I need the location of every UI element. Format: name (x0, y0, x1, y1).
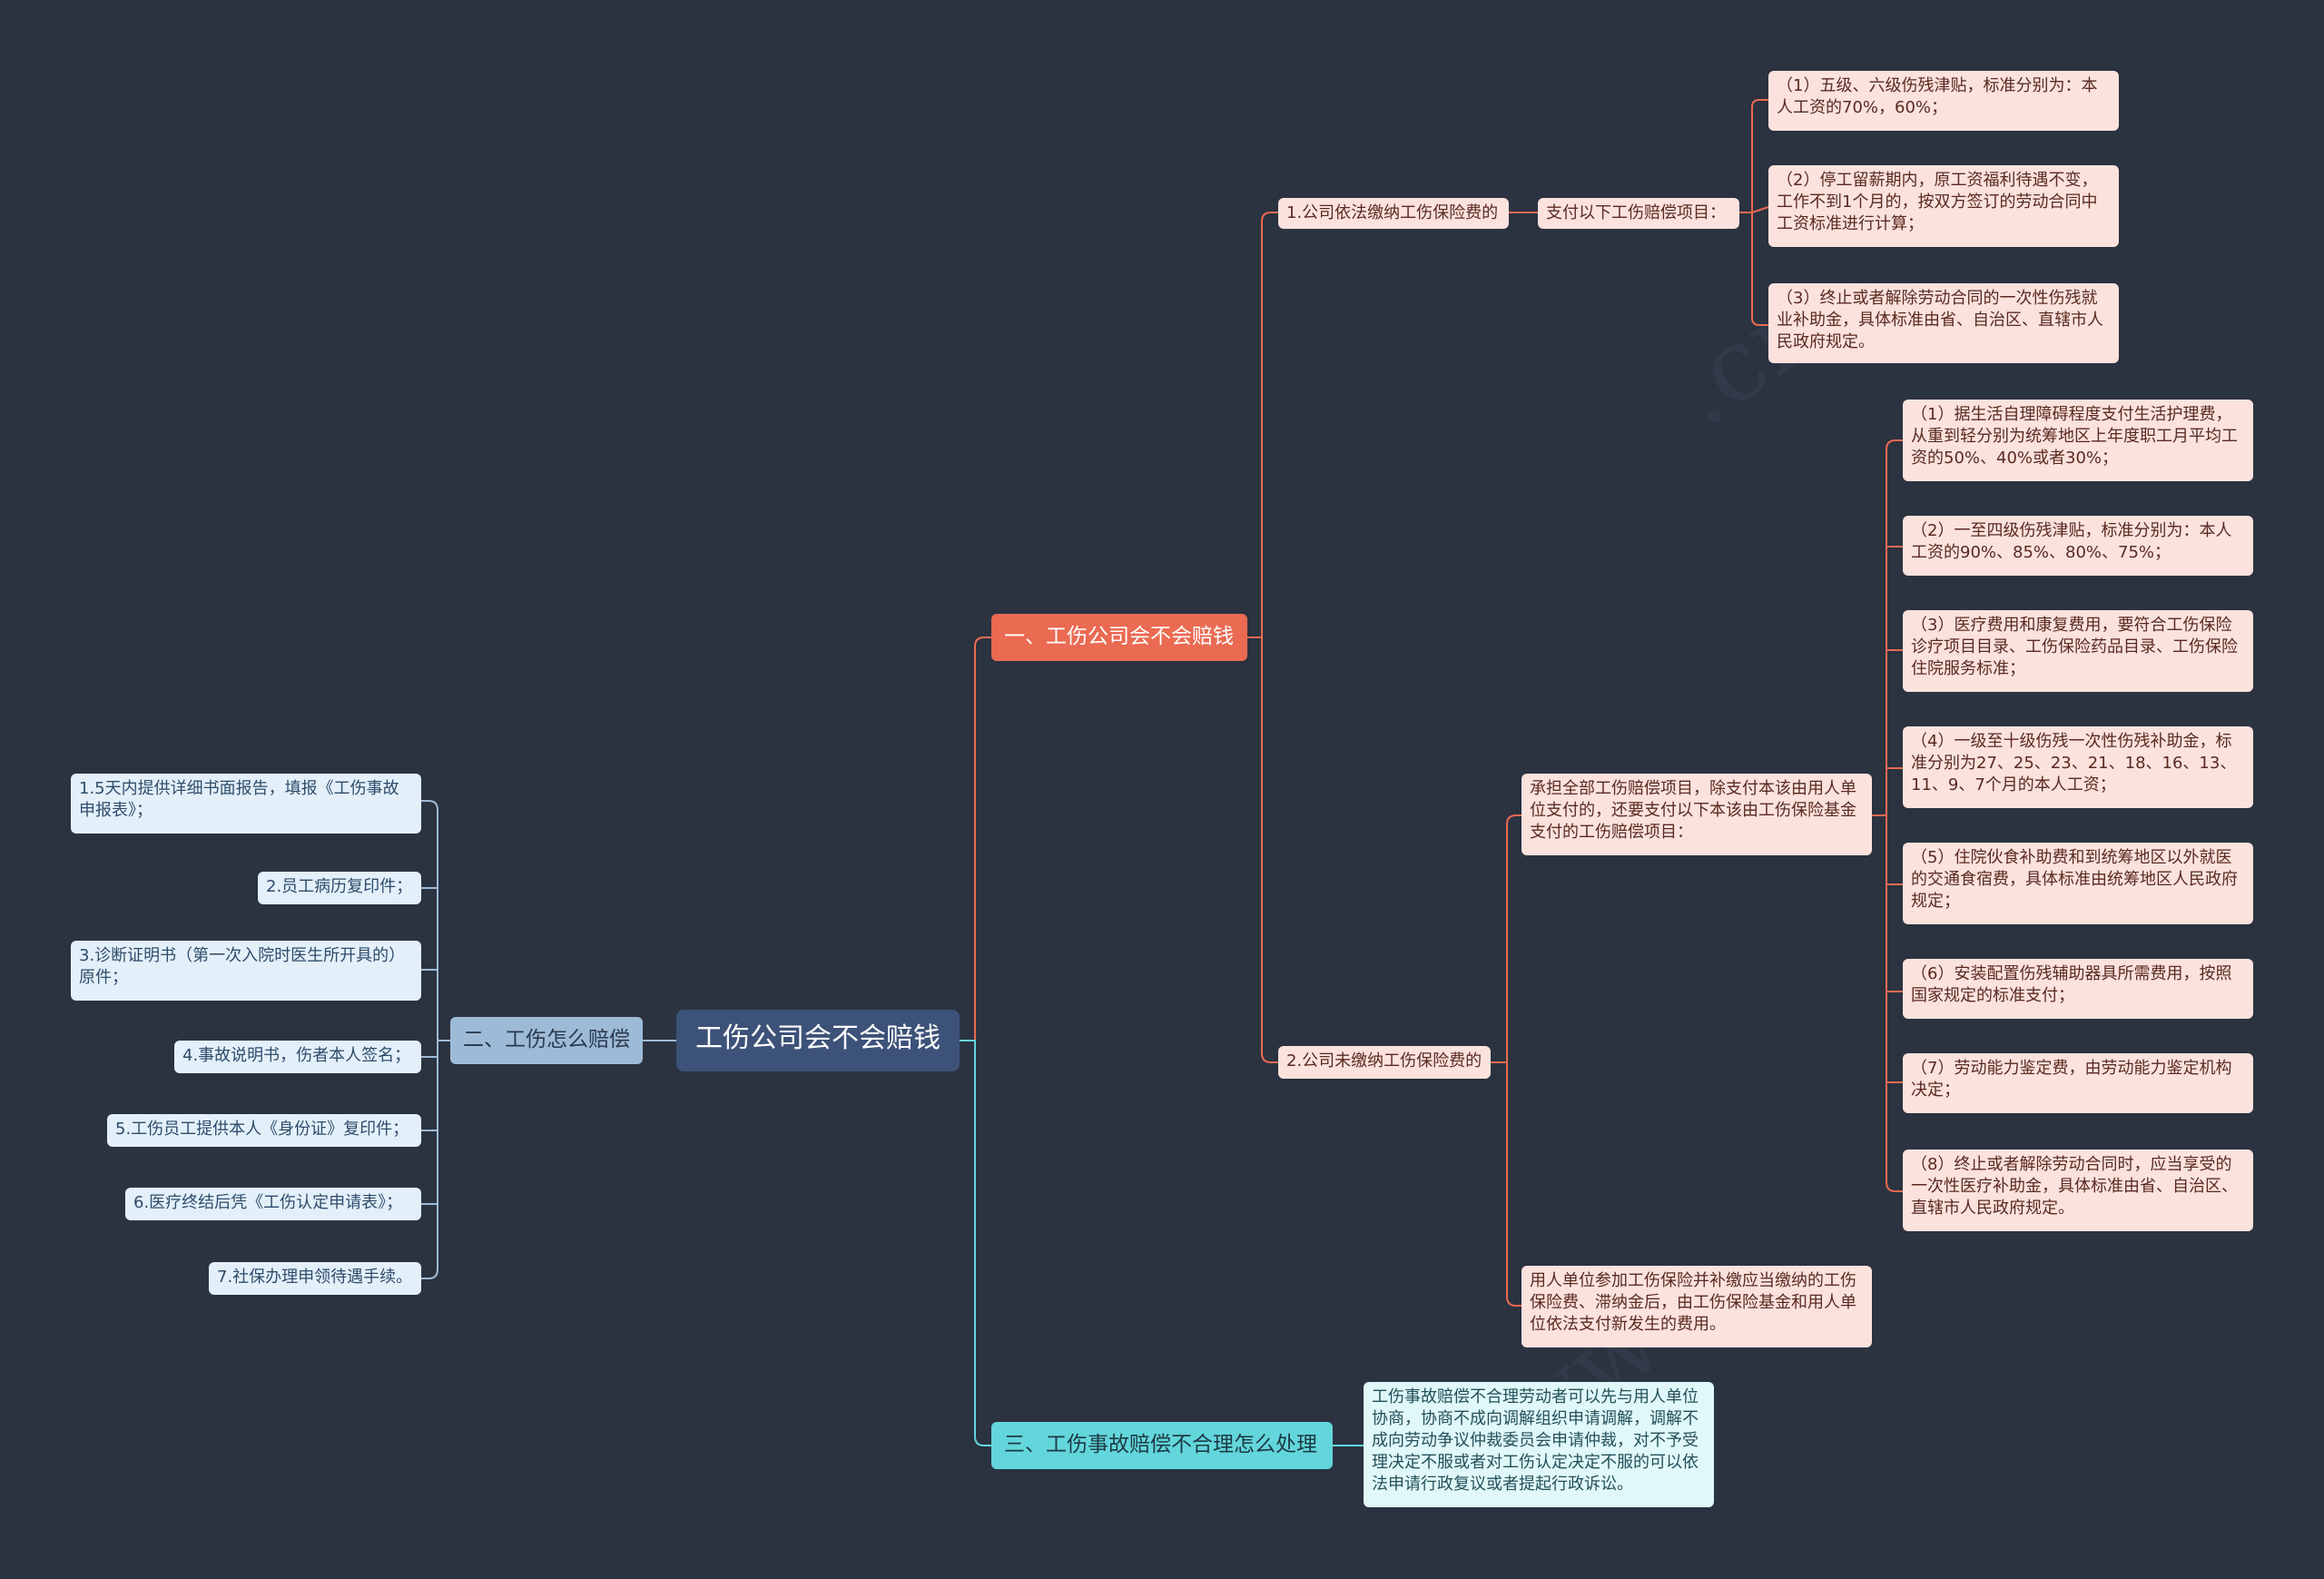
sub2-item-8[interactable]: （8）终止或者解除劳动合同时，应当享受的一次性医疗补助金，具体标准由省、自治区、… (1903, 1150, 2253, 1231)
connector-sub2-children (1491, 814, 1521, 1307)
connector-mid2-ticks (1886, 546, 1903, 1083)
connector-b1-sub1 (1261, 212, 1278, 637)
sub1-item-1[interactable]: （1）五级、六级伤残津贴，标准分别为：本人工资的70%，60%； (1768, 71, 2119, 131)
branch-node-1[interactable]: 一、工伤公司会不会赔钱 (991, 614, 1247, 661)
branch-node-2[interactable]: 二、工伤怎么赔偿 (450, 1017, 643, 1064)
sub2-item-3[interactable]: （3）医疗费用和康复费用，要符合工伤保险诊疗项目目录、工伤保险药品目录、工伤保险… (1903, 610, 2253, 692)
branch2-item-3[interactable]: 3.诊断证明书（第一次入院时医生所开具的）原件； (71, 941, 421, 1001)
sub2-item-1[interactable]: （1）据生活自理障碍程度支付生活护理费，从重到轻分别为统筹地区上年度职工月平均工… (1903, 400, 2253, 481)
connector-b2-items (421, 800, 450, 1279)
connector-mid2-items (1872, 439, 1903, 1192)
branch1-sub1-mid[interactable]: 支付以下工伤赔偿项目： (1538, 198, 1739, 229)
branch2-item-5[interactable]: 5.工伤员工提供本人《身份证》复印件； (107, 1114, 421, 1147)
sub2-extra[interactable]: 用人单位参加工伤保险并补缴应当缴纳的工伤保险费、滞纳金后，由工伤保险基金和用人单… (1521, 1266, 1872, 1347)
branch2-item-1[interactable]: 1.5天内提供详细书面报告，填报《工伤事故申报表》； (71, 774, 421, 834)
root-node[interactable]: 工伤公司会不会赔钱 (676, 1010, 960, 1071)
branch-node-3[interactable]: 三、工伤事故赔偿不合理怎么处理 (991, 1422, 1333, 1469)
branch1-sub1[interactable]: 1.公司依法缴纳工伤保险费的 (1278, 198, 1509, 229)
branch2-item-7[interactable]: 7.社保办理申领待遇手续。 (209, 1262, 421, 1295)
branch1-sub2-mid[interactable]: 承担全部工伤赔偿项目，除支付本该由用人单位支付的，还要支付以下本该由工伤保险基金… (1521, 774, 1872, 855)
sub1-item-3[interactable]: （3）终止或者解除劳动合同的一次性伤残就业补助金，具体标准由省、自治区、直辖市人… (1768, 283, 2119, 363)
branch2-item-2[interactable]: 2.员工病历复印件； (258, 872, 421, 904)
branch1-sub2[interactable]: 2.公司未缴纳工伤保险费的 (1278, 1046, 1491, 1079)
connector-mid1-items (1739, 99, 1769, 326)
sub2-item-5[interactable]: （5）住院伙食补助费和到统筹地区以外就医的交通食宿费，具体标准由统筹地区人民政府… (1903, 843, 2253, 924)
branch2-item-6[interactable]: 6.医疗终结后凭《工伤认定申请表》； (125, 1188, 421, 1220)
connector-b1-sub2 (1261, 637, 1278, 1063)
sub2-item-4[interactable]: （4）一级至十级伤残一次性伤残补助金，标准分别为27、25、23、21、18、1… (1903, 726, 2253, 808)
connector-root-b3 (960, 1040, 991, 1446)
sub2-item-6[interactable]: （6）安装配置伤残辅助器具所需费用，按照国家规定的标准支付； (1903, 959, 2253, 1019)
branch2-item-4[interactable]: 4.事故说明书，伤者本人签名； (174, 1041, 421, 1073)
connector-root-b1 (960, 637, 991, 1041)
sub2-item-2[interactable]: （2）一至四级伤残津贴，标准分别为：本人工资的90%、85%、80%、75%； (1903, 516, 2253, 576)
sub1-item-2[interactable]: （2）停工留薪期内，原工资福利待遇不变，工作不到1个月的，按双方签订的劳动合同中… (1768, 165, 2119, 247)
branch3-text[interactable]: 工伤事故赔偿不合理劳动者可以先与用人单位协商，协商不成向调解组织申请调解，调解不… (1364, 1382, 1714, 1507)
sub2-item-7[interactable]: （7）劳动能力鉴定费，由劳动能力鉴定机构决定； (1903, 1053, 2253, 1113)
